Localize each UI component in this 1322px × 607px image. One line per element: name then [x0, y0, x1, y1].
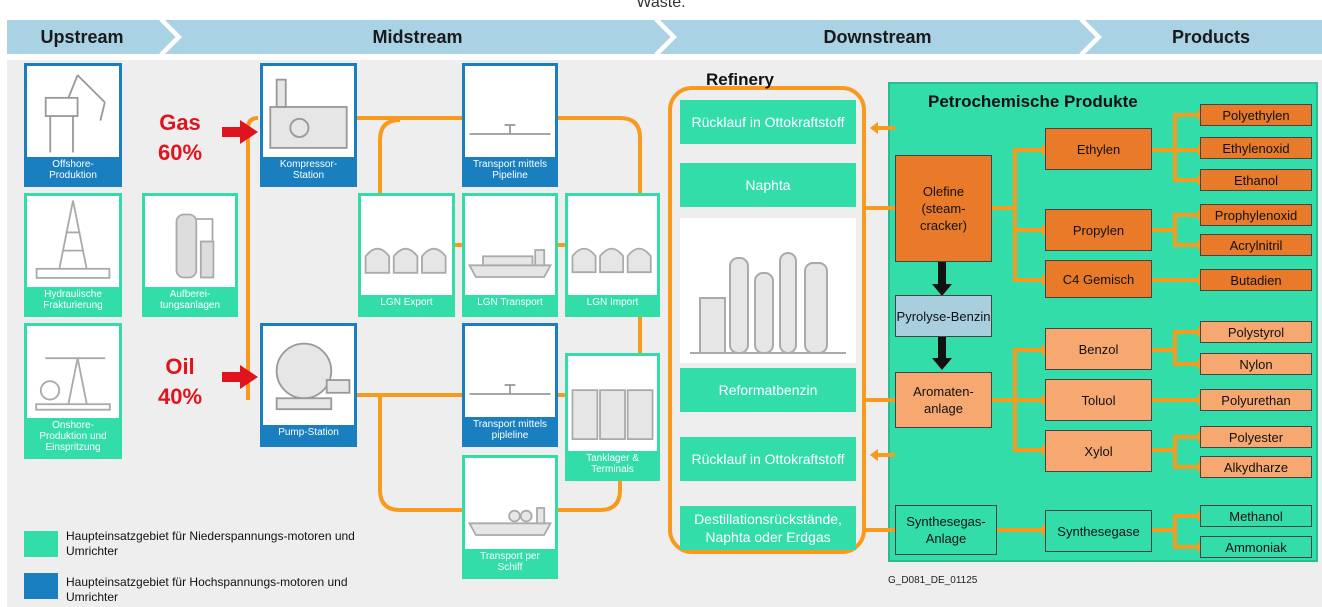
- stage-header-bar: [7, 20, 1322, 54]
- product-polystyrol: Polystyrol: [1200, 321, 1312, 343]
- refinery-title: Refinery: [705, 70, 775, 89]
- product-ethylenoxid: Ethylenoxid: [1200, 137, 1312, 159]
- pumpjack-icon: [27, 326, 119, 418]
- product-polyethylen: Polyethylen: [1200, 104, 1312, 126]
- storage-tanks-icon: [568, 356, 657, 451]
- pump-icon: [263, 326, 354, 425]
- stage-products: Products: [1171, 26, 1250, 47]
- legend-low-text: Haupteinsatzgebiet für Niederspannungs-m…: [66, 529, 355, 558]
- legend-swatch-low: [24, 531, 58, 557]
- synthesegase-box: Synthesegase: [1045, 510, 1152, 552]
- pipeline-icon: [465, 326, 555, 417]
- stage-downstream: Downstream: [823, 26, 932, 47]
- pyrolyse-box: Pyrolyse-Benzin: [895, 295, 992, 337]
- drilling-rig-icon: [27, 196, 119, 287]
- tile-pipeline-bottom: Transport mittels pipleline: [462, 323, 558, 447]
- lng-tanks-icon: [568, 196, 657, 295]
- product-ethanol: Ethanol: [1200, 169, 1312, 191]
- tile-lgn-export: LGN Export: [358, 193, 455, 317]
- benzol-box: Benzol: [1045, 328, 1152, 370]
- tile-compressor: Kompressor-Station: [260, 63, 357, 187]
- tile-fracking: Hydraulische Frakturierung: [24, 193, 122, 317]
- stage-upstream: Upstream: [40, 26, 124, 47]
- pipeline-icon: [465, 66, 555, 157]
- synthesegas-anlage-box: Synthesegas-Anlage: [895, 505, 997, 555]
- propylen-box: Propylen: [1045, 209, 1152, 251]
- tile-ship: Transport per Schiff: [462, 455, 558, 579]
- stage-midstream: Midstream: [372, 26, 463, 47]
- tile-pipeline-top: Transport mittels Pipeline: [462, 63, 558, 187]
- tile-pump: Pump-Station: [260, 323, 357, 447]
- tile-lgn-transport: LGN Transport: [462, 193, 558, 317]
- tile-lgn-import: LGN Import: [565, 193, 660, 317]
- olefine-box: Olefine (steam-cracker): [895, 155, 992, 262]
- refinery-destillation: Destillationsrückstände, Naphta oder Erd…: [680, 506, 856, 550]
- lng-tanks-icon: [361, 196, 452, 295]
- product-ammoniak: Ammoniak: [1200, 536, 1312, 558]
- refinery-rucklauf-top: Rücklauf in Ottokraftstoff: [680, 100, 856, 144]
- legend-high-text: Haupteinsatzgebiet für Hochspannungs-mot…: [66, 575, 348, 604]
- refinery-naphta: Naphta: [680, 163, 856, 207]
- treatment-tower-icon: [145, 196, 235, 287]
- figure-code: G_D081_DE_01125: [888, 575, 978, 586]
- top-text: Waste.: [636, 0, 686, 11]
- offshore-platform-icon: [27, 66, 119, 157]
- product-polyester: Polyester: [1200, 426, 1312, 448]
- refinery-plant-icon: [690, 252, 846, 354]
- compressor-station-icon: [263, 66, 354, 157]
- xylol-box: Xylol: [1045, 430, 1152, 472]
- petro-title: Petrochemische Produkte: [928, 92, 1138, 111]
- tile-onshore: Onshore-Produktion und Einspritzung: [24, 323, 122, 459]
- tanker-ship-icon: [465, 458, 555, 549]
- product-prophylenoxid: Prophylenoxid: [1200, 204, 1312, 226]
- product-alkydharze: Alkydharze: [1200, 456, 1312, 478]
- aromaten-box: Aromaten-anlage: [895, 372, 992, 428]
- tile-tank: Tanklager & Terminals: [565, 353, 660, 481]
- refinery-reformatbenzin: Reformatbenzin: [680, 368, 856, 412]
- tile-offshore: Offshore-Produktion: [24, 63, 122, 187]
- toluol-box: Toluol: [1045, 379, 1152, 421]
- legend-swatch-high: [24, 573, 58, 599]
- ethylen-box: Ethylen: [1045, 128, 1152, 170]
- product-polyurethan: Polyurethan: [1200, 389, 1312, 411]
- product-nylon: Nylon: [1200, 353, 1312, 375]
- c4-box: C4 Gemisch: [1045, 260, 1152, 298]
- tile-treatment: Aufberei-tungsanlagen: [142, 193, 238, 317]
- product-acrylnitril: Acrylnitril: [1200, 234, 1312, 256]
- product-methanol: Methanol: [1200, 505, 1312, 527]
- lng-ship-icon: [465, 196, 555, 295]
- refinery-plant-image: [680, 218, 856, 363]
- refinery-rucklauf-bottom: Rücklauf in Ottokraftstoff: [680, 437, 856, 481]
- product-butadien: Butadien: [1200, 269, 1312, 291]
